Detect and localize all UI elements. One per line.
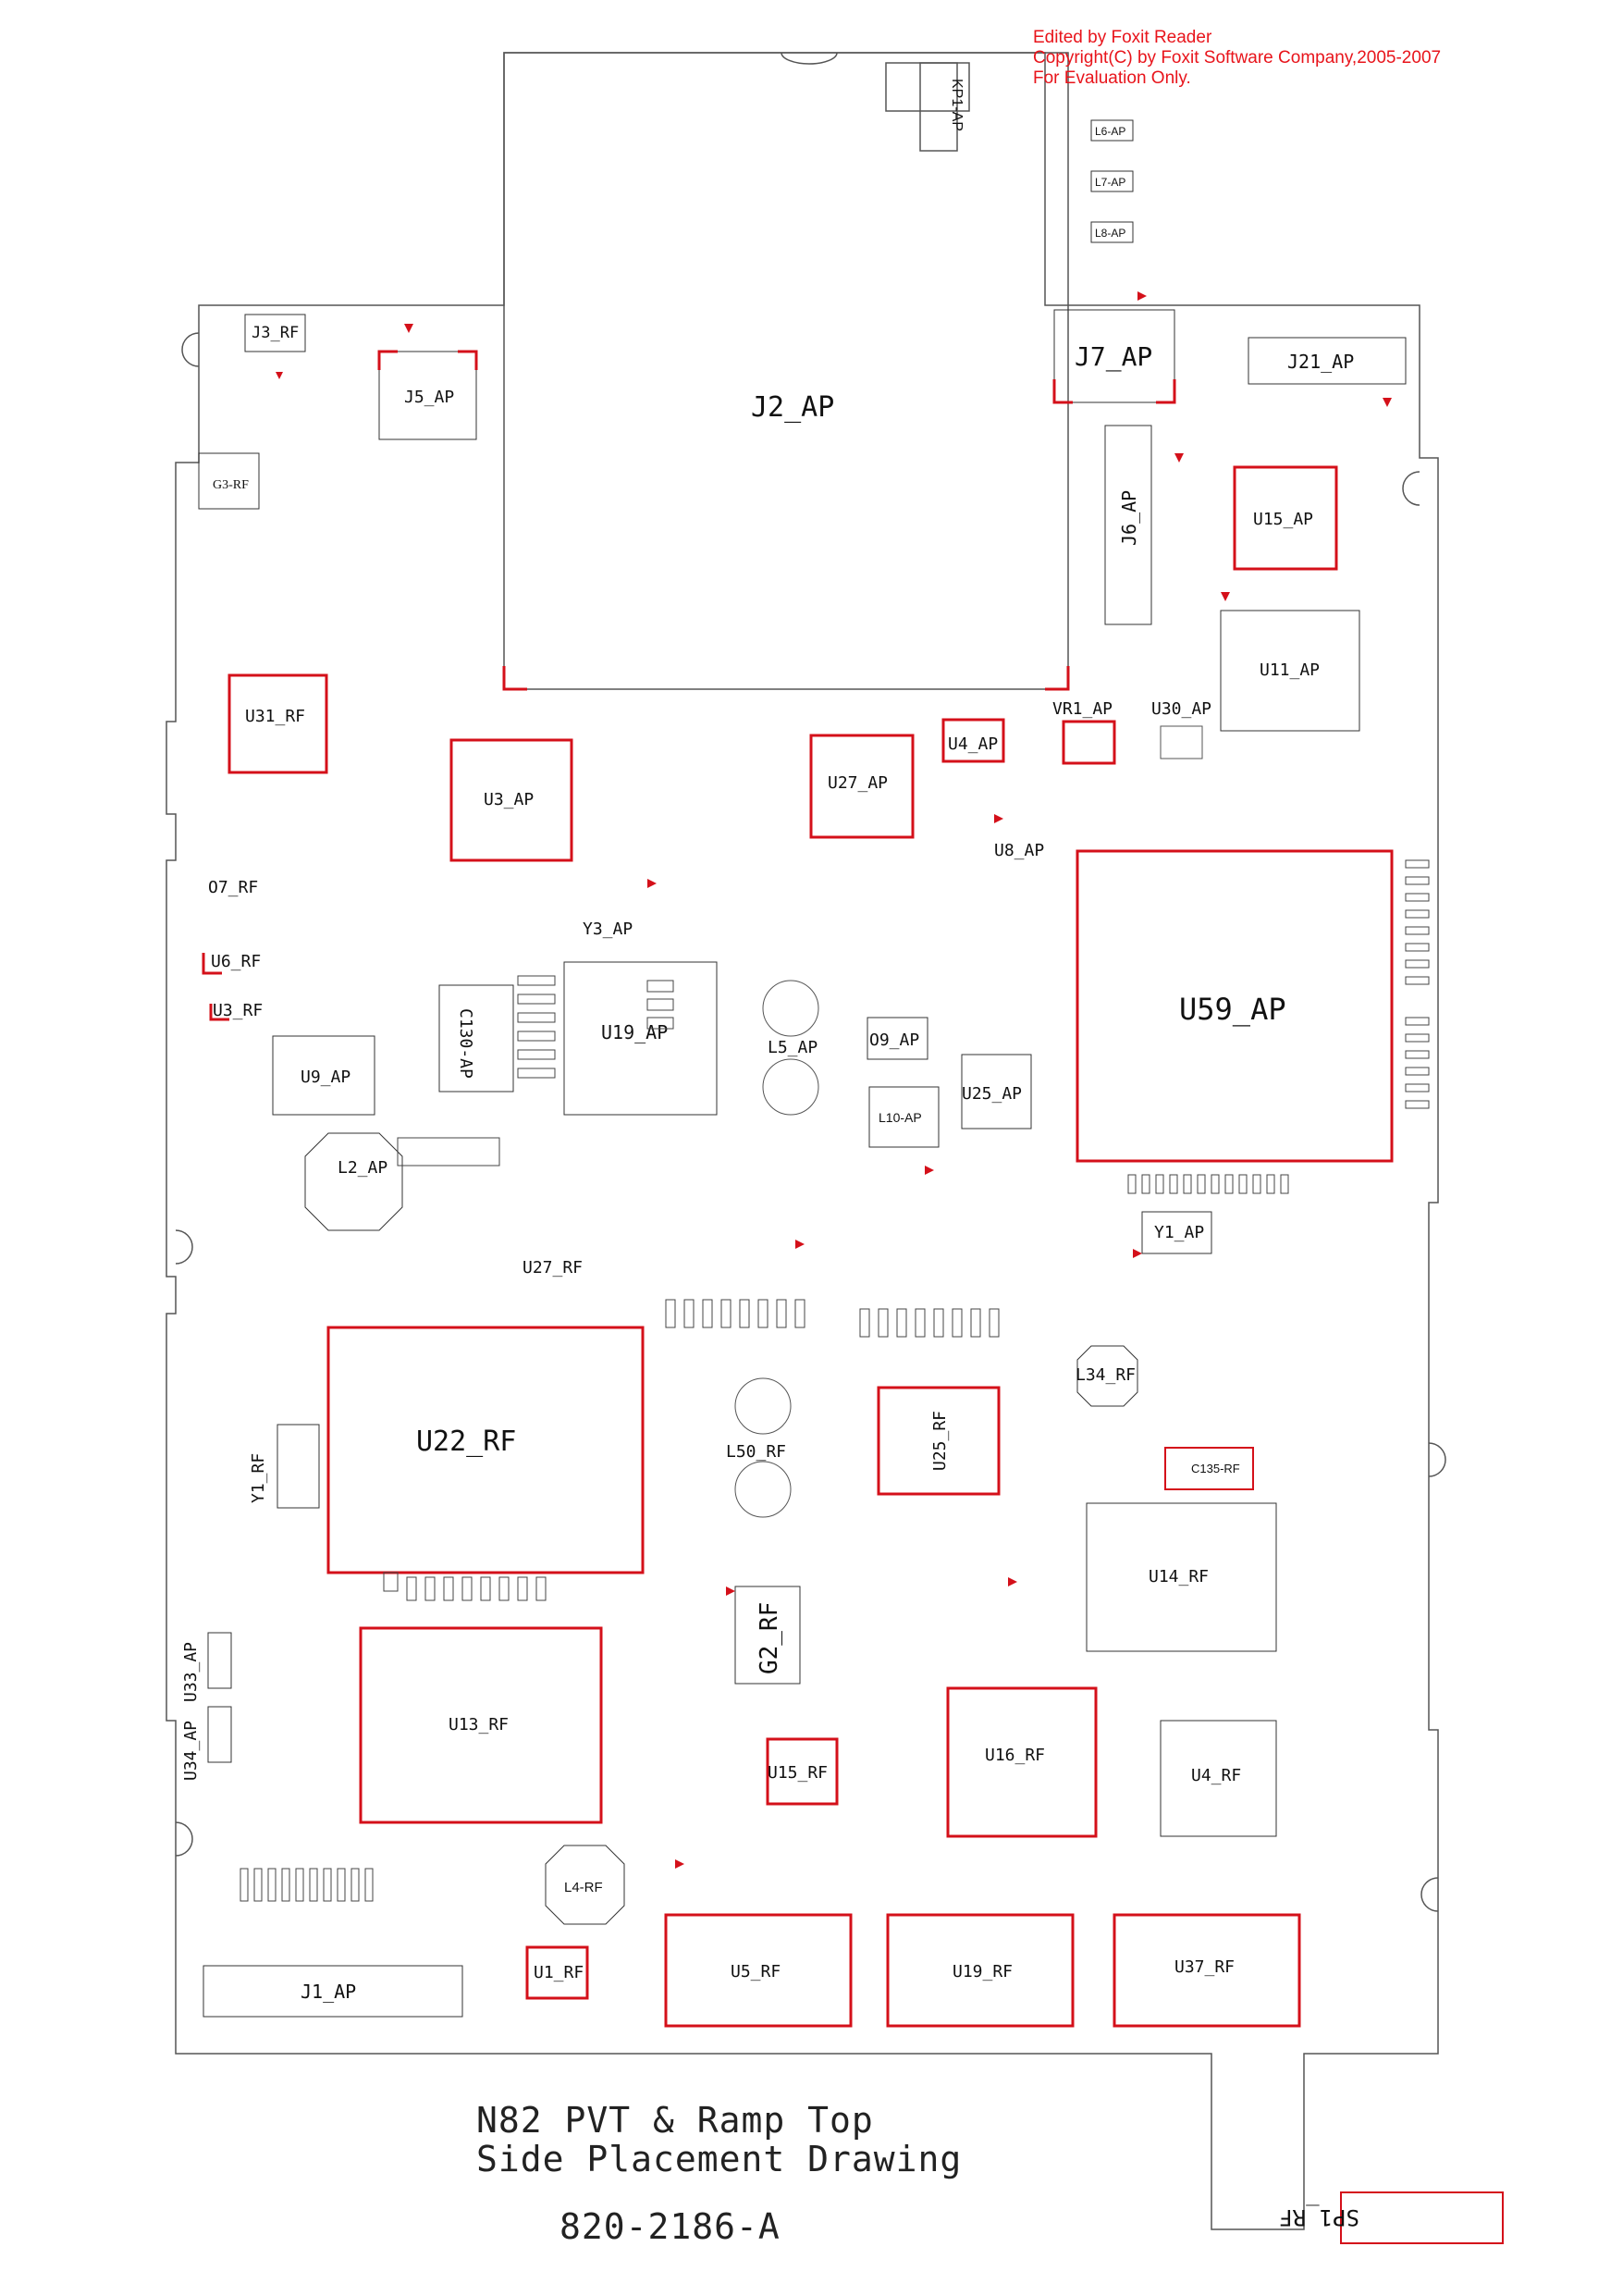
j6-label: J6_AP [1118, 490, 1140, 546]
g3-label: G3-RF [213, 478, 249, 492]
u19ap-label: U19_AP [601, 1021, 668, 1043]
y1rf-label: Y1_RF [249, 1453, 268, 1503]
upper-left-area: J3_RF J5_AP G3-RF [198, 314, 478, 510]
l5ap-label: L5_AP [768, 1038, 818, 1057]
j5-label: J5_AP [404, 388, 454, 407]
u19rf-label: U19_RF [953, 1962, 1013, 1981]
mid-row-ics: U31_RF U3_AP U27_AP U4_AP U8_AP [227, 673, 1044, 862]
j2-label: J2_AP [751, 391, 834, 424]
j7-label: J7_AP [1075, 341, 1152, 373]
kp1-label: KP1-AP [949, 79, 965, 131]
l2ap-label: L2_AP [338, 1158, 387, 1178]
small-components [240, 859, 1430, 1902]
u30ap-label: U30_AP [1151, 699, 1211, 719]
u22rf-label: U22_RF [416, 1426, 516, 1458]
c130ap-label: C130-AP [456, 1008, 475, 1079]
u8ap-label: U8_AP [994, 841, 1044, 860]
rf-lower-left: G2_RF U13_RF U33_AP U34_AP [181, 1586, 801, 1824]
l7-label: L7-AP [1095, 176, 1125, 189]
u3rf-label: U3_RF [213, 1001, 263, 1020]
u25rf-label: U25_RF [930, 1411, 950, 1471]
u6rf-label: U6_RF [211, 952, 261, 971]
u15-u11-ap: U15_AP U11_AP [1220, 465, 1360, 732]
inductor-column: L6-AP L7-AP L8-AP [1090, 119, 1134, 243]
l2-y1-ap: L2_AP Y1_AP [304, 1132, 1212, 1254]
u14rf-label: U14_RF [1149, 1567, 1209, 1586]
j3rf-label: J3_RF [252, 324, 299, 342]
orientation-markers [404, 291, 1230, 1869]
o7rf-label: O7_RF [208, 878, 258, 897]
u15ap-label: U15_AP [1253, 510, 1313, 529]
watermark-line-2: Copyright(C) by Foxit Software Company,2… [1033, 48, 1442, 68]
j1ap-label: J1_AP [301, 1981, 356, 2003]
drawing-part-number: 820-2186-A [559, 2206, 781, 2247]
u4ap-label: U4_AP [948, 734, 998, 754]
u22-rf: U27_RF U22_RF Y1_RF [249, 1258, 645, 1574]
l4rf-label: L4-RF [564, 1880, 603, 1895]
drawing-title-line-2: Side Placement Drawing [476, 2139, 963, 2179]
o9ap-label: O9_AP [869, 1031, 919, 1050]
board-outline [166, 52, 1446, 2230]
rf-lower-mid: U15_RF U16_RF U4_RF [766, 1686, 1277, 1838]
watermark-line-3: For Evaluation Only. [1033, 68, 1191, 88]
y1ap-label: Y1_AP [1154, 1223, 1204, 1242]
g2rf-label: G2_RF [756, 1602, 783, 1674]
sp1rf-label: SP1_RF [1279, 2204, 1359, 2230]
l50rf-label: L50_RF [726, 1442, 786, 1462]
rf-center-area: L50_RF U25_RF L34_RF C135-RF U14_RF [726, 1345, 1277, 1652]
c135rf-label: C135-RF [1191, 1462, 1240, 1475]
sp1-rf: SP1_RF [1279, 2191, 1504, 2244]
u27ap-label: U27_AP [828, 773, 888, 793]
u27rf-label: U27_RF [523, 1258, 583, 1278]
u31rf-label: U31_RF [245, 707, 305, 726]
u37rf-label: U37_RF [1174, 1957, 1235, 1977]
u5rf-label: U5_RF [731, 1962, 781, 1981]
l6-label: L6-AP [1095, 125, 1125, 138]
u3ap-label: U3_AP [484, 790, 534, 809]
j2-connector: J2_AP [502, 52, 1070, 691]
u19-ap: U19_AP Y3_AP [563, 920, 718, 1116]
watermark-line-1: Edited by Foxit Reader [1033, 28, 1212, 47]
y3ap-label: Y3_AP [583, 920, 633, 939]
u59ap-label: U59_AP [1179, 992, 1286, 1027]
vr1ap-label: VR1_AP [1052, 699, 1113, 719]
u15rf-label: U15_RF [768, 1763, 828, 1783]
u34ap-label: U34_AP [181, 1721, 201, 1781]
u11ap-label: U11_AP [1260, 660, 1320, 680]
left-mid-ics: O7_RF U6_RF U3_RF U9_AP C130-AP [202, 878, 514, 1116]
l5-area: L5_AP O9_AP L10-AP U25_AP [762, 980, 1032, 1148]
u4rf-label: U4_RF [1191, 1766, 1241, 1785]
u13rf-label: U13_RF [449, 1715, 509, 1734]
j21-label: J21_AP [1287, 351, 1354, 373]
u16rf-label: U16_RF [985, 1746, 1045, 1765]
u59-ap: U59_AP [1076, 849, 1394, 1163]
top-right-connectors: J7_AP J21_AP J6_AP [1052, 309, 1407, 625]
u9ap-label: U9_AP [301, 1068, 350, 1087]
vr1-u30: VR1_AP U30_AP [1052, 699, 1211, 765]
u1rf-label: U1_RF [534, 1963, 584, 1982]
drawing-title-line-1: N82 PVT & Ramp Top [476, 2100, 874, 2141]
l8-label: L8-AP [1095, 227, 1125, 240]
u25ap-label: U25_AP [962, 1084, 1022, 1104]
rf-bottom-row: L4-RF J1_AP U1_RF U5_RF U19_RF U37_RF [203, 1845, 1301, 2028]
l10ap-label: L10-AP [879, 1110, 922, 1125]
l34rf-label: L34_RF [1076, 1365, 1136, 1385]
u33ap-label: U33_AP [181, 1642, 201, 1702]
